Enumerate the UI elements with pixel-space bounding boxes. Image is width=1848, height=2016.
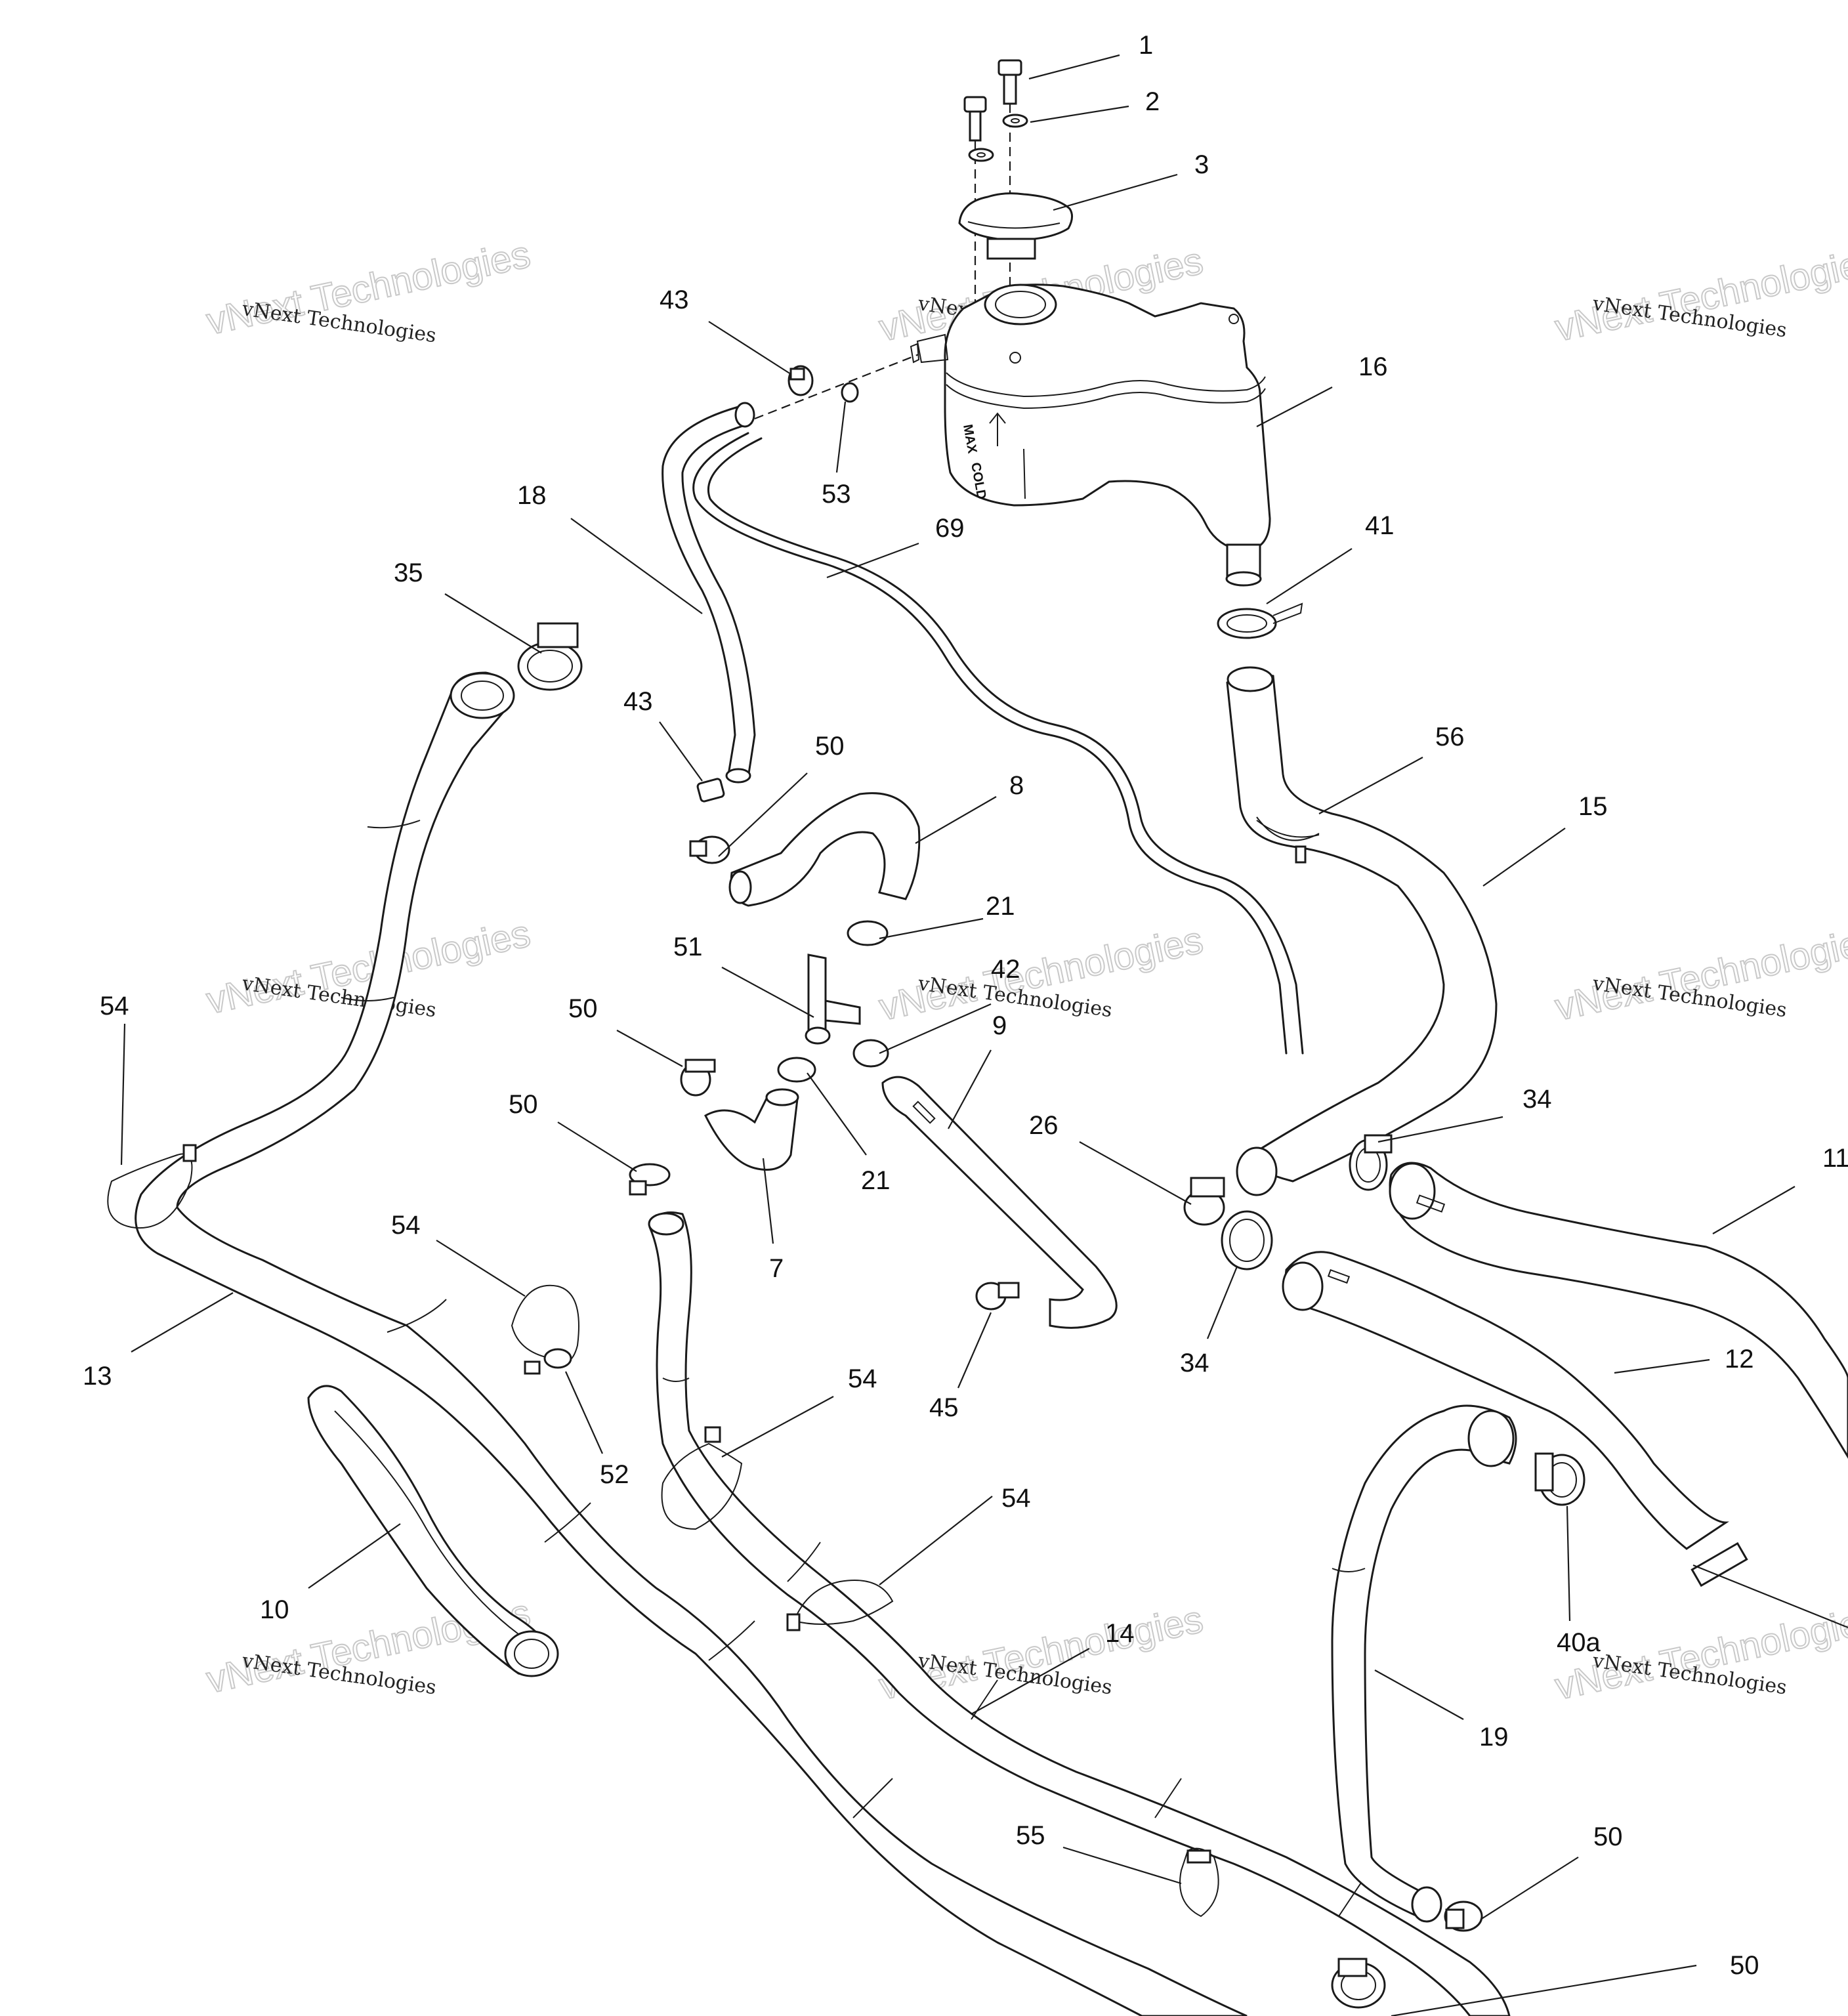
washer-icon (968, 148, 994, 162)
hose-clamp-icon (517, 622, 583, 691)
hose-clamp-icon (1349, 1134, 1393, 1191)
callout-8: 8 (1009, 771, 1024, 800)
callout-19: 19 (1479, 1723, 1509, 1752)
spring-clamp-icon (1179, 1847, 1219, 1918)
callout-12: 12 (1725, 1345, 1754, 1374)
hose-9 (881, 1076, 1118, 1329)
callout-41: 41 (1365, 511, 1395, 540)
spring-clamp-icon (1217, 602, 1303, 639)
hose-clamp-icon (1331, 1958, 1386, 2009)
callout-11: 11 (1822, 1144, 1848, 1173)
hose-15 (1226, 666, 1498, 1196)
callout-15: 15 (1578, 792, 1608, 821)
hose-19 (1331, 1404, 1517, 1923)
cap-icon (958, 192, 1073, 260)
hose-12 (1282, 1251, 1729, 1550)
callout-69: 69 (935, 514, 965, 543)
callout-50a: 50 (815, 732, 845, 761)
hose-13 (135, 671, 1248, 2016)
hose-clamp-icon (1534, 1452, 1586, 1506)
hose-clamp-icon (629, 1163, 671, 1196)
hose-10 (307, 1385, 559, 1677)
callout-40a: 40a (1557, 1628, 1601, 1657)
hose-clamp-icon (975, 1282, 1020, 1311)
hose-14 (648, 1211, 1511, 2016)
callout-10: 10 (260, 1595, 289, 1624)
callout-34b: 34 (1180, 1349, 1209, 1377)
callout-42: 42 (991, 955, 1020, 984)
washer-icon (1002, 114, 1028, 128)
spring-clamp-icon (511, 1284, 579, 1375)
spring-clamp-icon (107, 1144, 197, 1229)
hose-clamp-icon (788, 365, 814, 396)
callout-16: 16 (1358, 352, 1388, 381)
callout-3: 3 (1194, 150, 1209, 179)
hose-7 (704, 1088, 799, 1171)
hose-clamp-icon (1221, 1210, 1273, 1270)
leader-lines (120, 54, 1848, 2016)
callout-1: 1 (1139, 31, 1153, 60)
reservoir-tank-icon: MAX COLD (910, 284, 1271, 587)
hose-clamp-icon (680, 1059, 716, 1097)
callout-35: 35 (394, 558, 423, 587)
callout-50d: 50 (1593, 1822, 1623, 1851)
callout-54d: 54 (1001, 1484, 1031, 1513)
callout-52: 52 (600, 1460, 629, 1489)
spring-clamp-icon (1256, 816, 1320, 864)
callout-43: 43 (660, 285, 689, 314)
callout-50b: 50 (568, 994, 598, 1023)
hose-clamp-icon (696, 778, 725, 803)
callout-50e: 50 (1730, 1951, 1759, 1980)
callout-2: 2 (1145, 87, 1160, 116)
callout-55: 55 (1016, 1821, 1045, 1850)
callout-labels: 1 2 3 16 43 53 18 69 41 35 43 50 8 56 15… (83, 31, 1848, 1980)
hose-clamp-icon (689, 835, 730, 864)
callout-53: 53 (822, 480, 851, 509)
callout-54c: 54 (848, 1364, 877, 1393)
callout-54b: 54 (391, 1211, 421, 1240)
spring-clamp-icon (786, 1580, 894, 1631)
callout-50c: 50 (509, 1090, 538, 1119)
callout-9: 9 (992, 1011, 1007, 1040)
breather-hose-18 (662, 402, 756, 784)
washer-icon (841, 382, 859, 403)
callout-14: 14 (1105, 1619, 1135, 1648)
breather-hose-69 (692, 432, 1304, 1055)
callout-21a: 21 (986, 892, 1015, 921)
callout-56: 56 (1435, 723, 1465, 751)
hose-clamp-icon (1183, 1177, 1225, 1226)
fitting-icon (1690, 1542, 1748, 1587)
callout-43b: 43 (623, 687, 653, 716)
callout-51: 51 (673, 933, 703, 961)
hose-8 (728, 792, 921, 907)
callout-26: 26 (1029, 1111, 1059, 1140)
callout-7: 7 (769, 1254, 784, 1283)
hose-clamp-icon (1444, 1900, 1483, 1932)
bolt-icon (963, 96, 987, 308)
callout-54a: 54 (100, 992, 129, 1020)
callout-18: 18 (517, 481, 547, 510)
callout-21b: 21 (861, 1166, 891, 1195)
callout-34a: 34 (1522, 1085, 1552, 1114)
callout-13: 13 (83, 1362, 112, 1391)
t-connector-icon (777, 920, 889, 1083)
spring-clamp-icon (661, 1426, 743, 1530)
callout-45: 45 (929, 1393, 959, 1422)
